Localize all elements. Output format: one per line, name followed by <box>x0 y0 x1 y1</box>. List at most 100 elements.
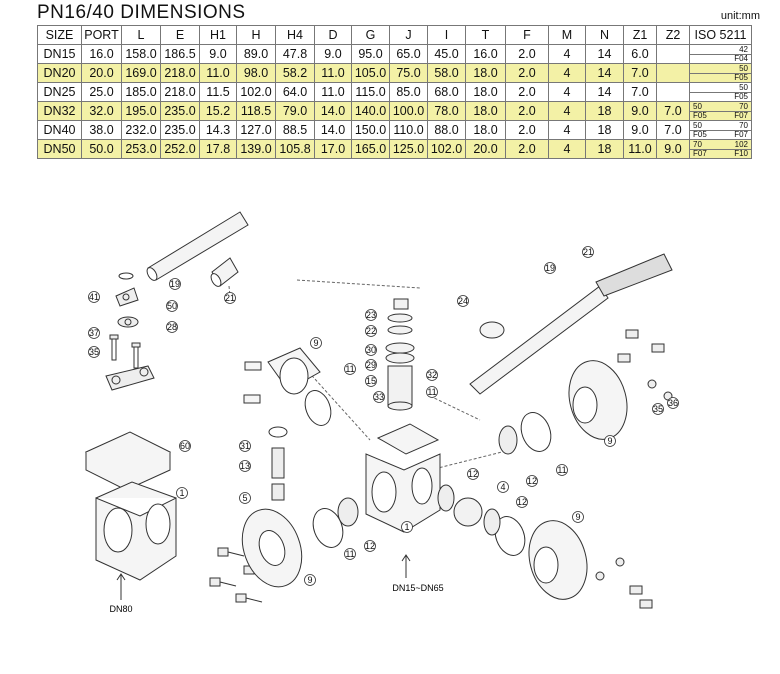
svg-text:36: 36 <box>668 398 678 408</box>
svg-text:24: 24 <box>458 296 468 306</box>
iso-top-right: 42 <box>739 45 748 54</box>
table-cell: 118.5 <box>236 101 276 121</box>
iso-bottom-right: F07 <box>734 130 748 139</box>
column-header: F <box>505 25 549 45</box>
table-cell: 50.0 <box>81 139 122 159</box>
stem-stack <box>385 298 415 411</box>
table-cell: 18 <box>585 139 624 159</box>
svg-text:11: 11 <box>345 549 354 559</box>
table-cell: 4 <box>548 63 586 83</box>
handle-pipe-part <box>146 211 249 287</box>
column-header: PORT <box>81 25 122 45</box>
table-cell: 139.0 <box>236 139 276 159</box>
column-header: M <box>548 25 586 45</box>
table-cell: 15.2 <box>199 101 237 121</box>
unit-label: unit:mm <box>720 10 760 22</box>
column-header: H1 <box>199 25 237 45</box>
iso-bottom-right: F04 <box>734 54 748 63</box>
svg-text:12: 12 <box>365 541 375 551</box>
svg-text:15: 15 <box>366 376 376 386</box>
column-header: G <box>351 25 390 45</box>
table-cell: 58.0 <box>427 63 466 83</box>
table-cell: 14.0 <box>314 120 352 140</box>
table-cell: 105.0 <box>351 63 390 83</box>
iso-bottom-left: F05 <box>693 111 707 120</box>
svg-text:23: 23 <box>366 310 376 320</box>
svg-text:33: 33 <box>374 392 384 402</box>
flange-right-bottom <box>528 520 588 600</box>
table-cell: 105.8 <box>275 139 315 159</box>
svg-text:9: 9 <box>607 436 612 446</box>
table-cell: 9.0 <box>656 139 690 159</box>
iso-top-left: 50 <box>693 102 702 111</box>
table-cell <box>656 63 690 83</box>
center-body <box>365 423 441 533</box>
table-cell: 125.0 <box>389 139 428 159</box>
table-cell: 11.0 <box>199 63 237 83</box>
iso-top-right: 50 <box>739 83 748 92</box>
table-cell: 45.0 <box>427 44 466 64</box>
table-cell: 17.0 <box>314 139 352 159</box>
svg-text:13: 13 <box>240 461 250 471</box>
svg-text:5: 5 <box>242 493 247 503</box>
iso-top-right: 102 <box>734 140 748 149</box>
table-cell: 140.0 <box>351 101 390 121</box>
table-cell: 127.0 <box>236 120 276 140</box>
table-cell: 102.0 <box>427 139 466 159</box>
table-cell: 20.0 <box>465 139 506 159</box>
table-cell: 11.0 <box>314 63 352 83</box>
table-cell: 100.0 <box>389 101 428 121</box>
svg-text:1: 1 <box>179 488 184 498</box>
iso-bottom-right: F05 <box>734 73 748 82</box>
table-cell: 115.0 <box>351 82 390 102</box>
table-cell: 7.0 <box>656 101 690 121</box>
iso-top-right: 70 <box>739 121 748 130</box>
table-cell: 195.0 <box>121 101 161 121</box>
table-cell: 7.0 <box>623 63 657 83</box>
column-header: H <box>236 25 276 45</box>
svg-text:50: 50 <box>167 301 177 311</box>
table-cell: 14.0 <box>314 101 352 121</box>
svg-text:60: 60 <box>180 441 190 451</box>
bolts-right <box>595 329 673 609</box>
svg-text:19: 19 <box>545 263 555 273</box>
iso-bottom-right: F10 <box>734 149 748 158</box>
table-cell: 253.0 <box>121 139 161 159</box>
column-header: T <box>465 25 506 45</box>
svg-text:29: 29 <box>366 360 376 370</box>
table-cell: 14 <box>585 44 624 64</box>
table-cell: 185.0 <box>121 82 161 102</box>
table-cell: 14 <box>585 82 624 102</box>
bolts-bottom-left <box>209 547 269 603</box>
svg-text:1: 1 <box>404 522 409 532</box>
svg-text:22: 22 <box>366 326 376 336</box>
table-cell: 9.0 <box>623 101 657 121</box>
table-cell: 218.0 <box>160 63 200 83</box>
iso-bottom-left: F05 <box>693 130 707 139</box>
svg-text:30: 30 <box>366 345 376 355</box>
svg-text:32: 32 <box>427 370 437 380</box>
iso-bottom-right: F05 <box>734 92 748 101</box>
svg-text:12: 12 <box>527 476 537 486</box>
page-title: PN16/40 DIMENSIONS <box>37 2 246 23</box>
iso-bottom-right: F07 <box>734 111 748 120</box>
column-header: ISO 5211 <box>689 25 752 45</box>
table-cell: 2.0 <box>505 44 549 64</box>
table-cell: 18.0 <box>465 101 506 121</box>
table-cell: 18.0 <box>465 120 506 140</box>
svg-text:12: 12 <box>517 497 527 507</box>
table-cell: 18.0 <box>465 63 506 83</box>
svg-text:11: 11 <box>427 387 436 397</box>
svg-text:35: 35 <box>653 404 663 414</box>
